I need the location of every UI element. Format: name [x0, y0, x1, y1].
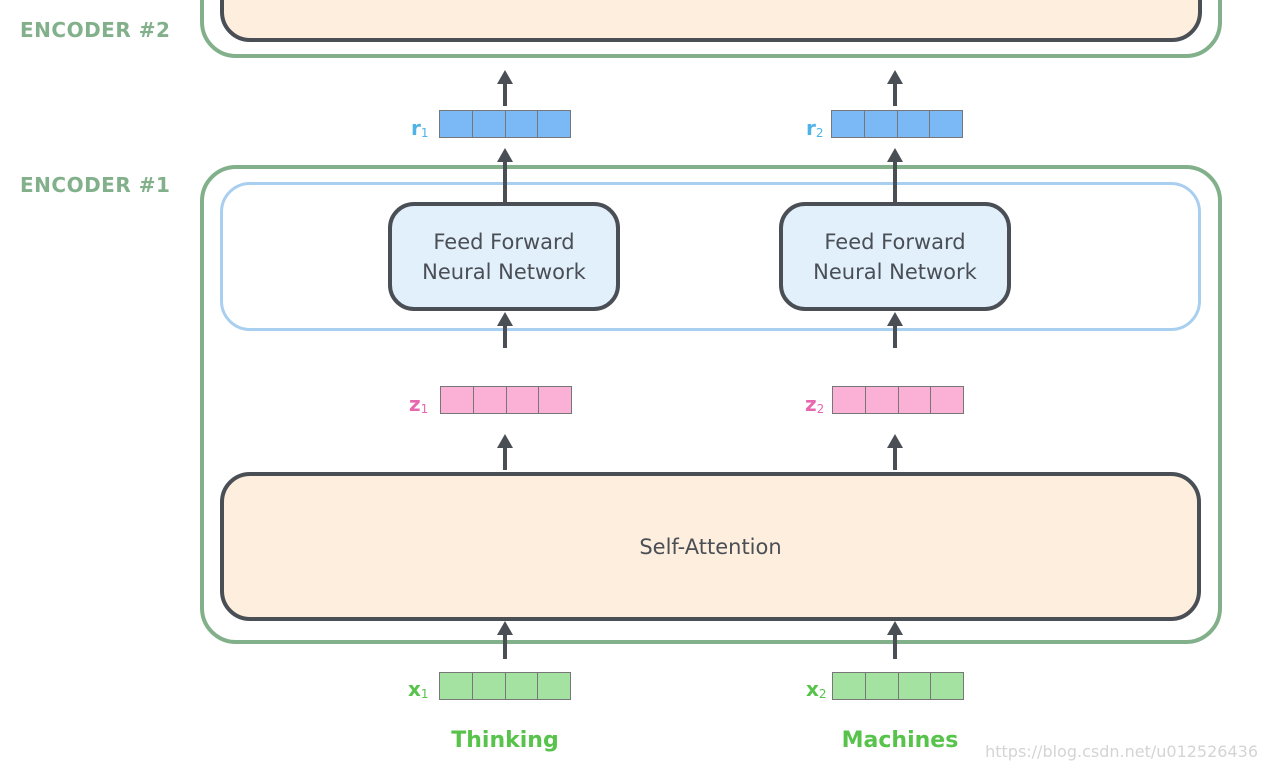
ffn-2-line1: Feed Forward: [824, 229, 966, 254]
watermark: https://blog.csdn.net/u012526436: [985, 742, 1258, 761]
arrow-x1-to-attn: [497, 621, 513, 659]
z2-label: z2: [805, 392, 825, 416]
word-thinking: Thinking: [451, 728, 559, 753]
x1-label: x1: [408, 677, 429, 701]
r2-label: r2: [806, 116, 824, 140]
arrow-z2-to-ffn2: [887, 312, 903, 348]
arrow-z1-to-ffn1: [497, 312, 513, 348]
self-attention-block: Self-Attention: [220, 472, 1201, 621]
x2-label: x2: [806, 677, 827, 701]
r2-vector: [831, 110, 963, 138]
ffn-1-line2: Neural Network: [422, 259, 586, 284]
z2-vector: [832, 386, 964, 414]
arrow-r1-to-encoder2: [497, 70, 513, 106]
arrow-ffn2-to-r2: [887, 148, 903, 204]
arrow-r2-to-encoder2: [887, 70, 903, 106]
encoder-1-label: ENCODER #1: [20, 173, 171, 197]
arrow-attn-to-z1: [497, 434, 513, 470]
ffn-layer-band: [220, 182, 1201, 331]
self-attention-label: Self-Attention: [639, 534, 782, 559]
z1-label: z1: [409, 392, 429, 416]
arrow-x2-to-attn: [887, 621, 903, 659]
arrow-attn-to-z2: [887, 434, 903, 470]
x1-vector: [439, 672, 571, 700]
encoder-2-self-attention-block: [220, 0, 1202, 42]
r1-label: r1: [411, 116, 429, 140]
arrow-ffn1-to-r1: [497, 148, 513, 204]
encoder-2-label: ENCODER #2: [20, 18, 171, 42]
x2-vector: [832, 672, 964, 700]
ffn-2-line2: Neural Network: [813, 259, 977, 284]
word-machines: Machines: [841, 728, 959, 753]
ffn-1-line1: Feed Forward: [433, 229, 575, 254]
r1-vector: [439, 110, 571, 138]
z1-vector: [440, 386, 572, 414]
